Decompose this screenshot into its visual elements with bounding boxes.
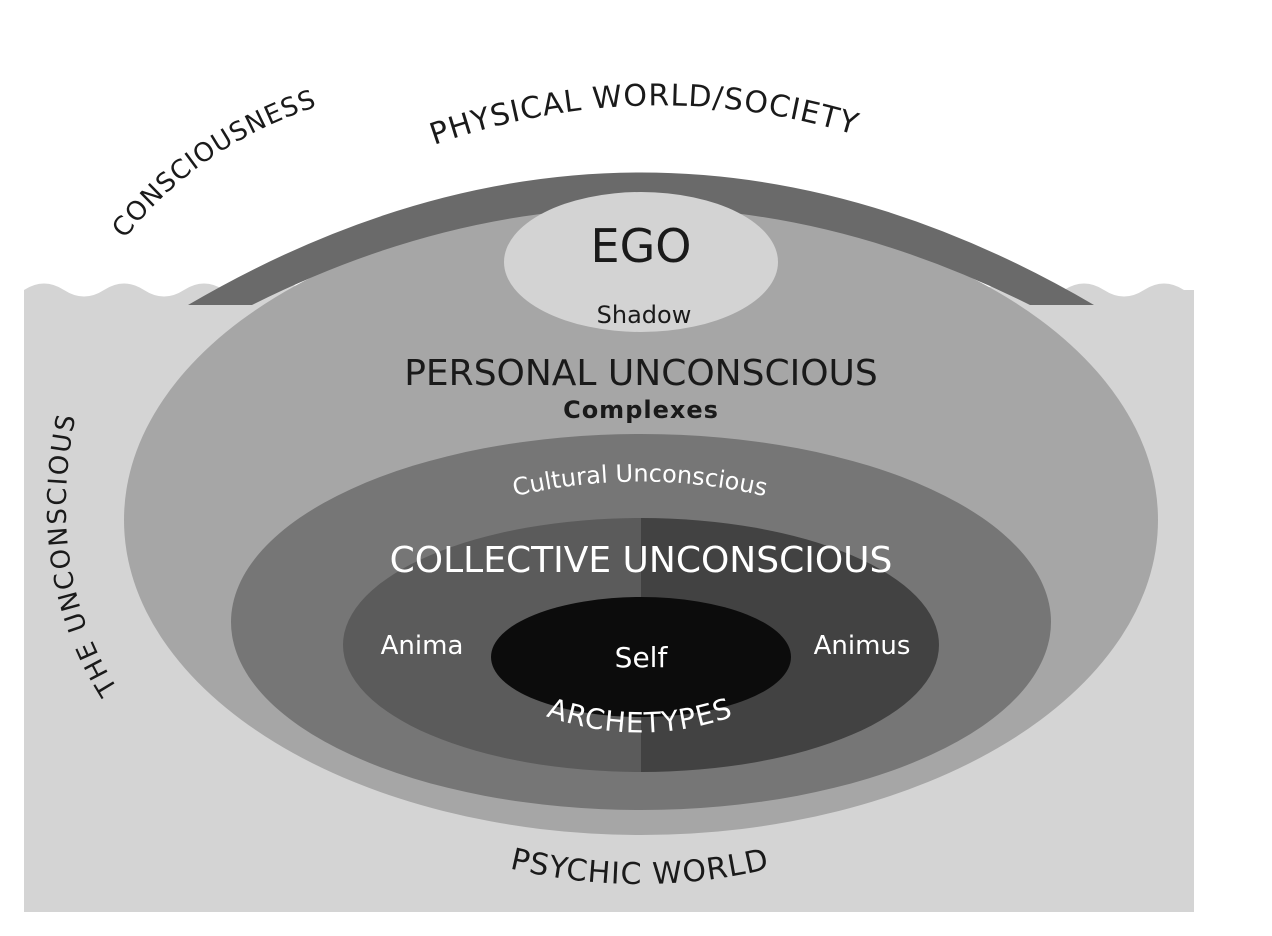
ego-ellipse	[504, 192, 778, 332]
collective-unconscious-label: COLLECTIVE UNCONSCIOUS	[390, 540, 893, 581]
animus-label: Animus	[814, 631, 911, 661]
self-core-ellipse	[491, 597, 791, 717]
ego-label: EGO	[591, 219, 692, 273]
persona-arc	[188, 172, 1094, 305]
shadow-label: Shadow	[597, 301, 692, 329]
anima-label: Anima	[381, 631, 464, 661]
self-label: Self	[615, 641, 669, 674]
complexes-label: Complexes	[563, 396, 719, 424]
personal-unconscious-label: PERSONAL UNCONSCIOUS	[404, 353, 878, 394]
